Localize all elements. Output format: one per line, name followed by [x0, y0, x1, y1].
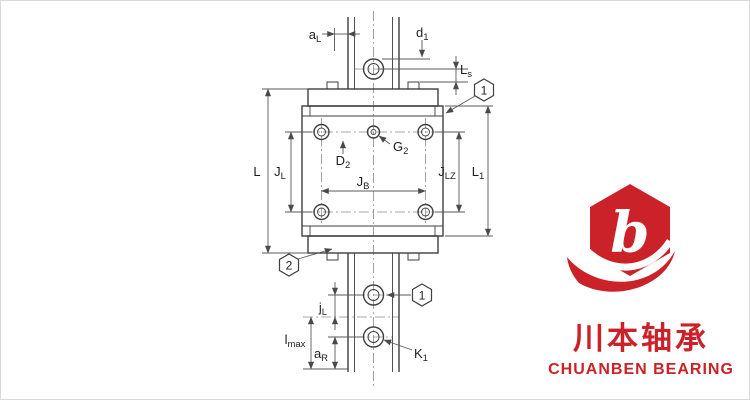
label-lmax: lmax [285, 332, 306, 350]
extension-lines [262, 28, 493, 370]
callout1-top-hexagon [473, 78, 495, 102]
callouts: 1 2 1 [278, 78, 495, 307]
label-JL: JL [274, 164, 286, 182]
grease-port-bottom-right [407, 252, 420, 261]
label-jL: jL [318, 300, 327, 318]
mount-hole-top-right [417, 123, 434, 141]
logo-letter: b [610, 200, 649, 266]
leader-G2 [378, 135, 391, 145]
corner-steps [309, 106, 436, 236]
rail-bolt-hole2-outer [362, 326, 385, 348]
callout2-number: 2 [286, 259, 293, 273]
logo-chinese-name: 川本轴承 [573, 321, 709, 357]
label-G2: G2 [393, 139, 408, 157]
end-cap-top [307, 88, 439, 107]
end-cap-bottom [307, 235, 439, 254]
centerlines [303, 11, 442, 386]
callout2-hexagon [278, 253, 300, 277]
callout1-top-number: 1 [481, 84, 488, 98]
mount-hole-bottom-left [313, 203, 330, 221]
label-JB: JB [357, 174, 370, 192]
mount-hole-bottom-right [417, 203, 434, 221]
top-rail-bolt-hole-inner [367, 63, 380, 75]
leader-K1 [383, 339, 413, 351]
grease-port-bottom-left [326, 252, 339, 261]
logo-english-name: CHUANBEN BEARING [548, 361, 734, 378]
logo: b 川本轴承 CHUANBEN BEARING [548, 184, 734, 378]
label-aL: aL [309, 27, 322, 45]
callout1-bottom-hexagon [411, 283, 433, 307]
label-L1: L1 [472, 164, 485, 182]
dimension-labels: aL d1 Ls L JL D2 G2 JB JLZ L1 jL lmax aR… [253, 25, 484, 364]
label-D2: D2 [336, 153, 351, 171]
callout2-leader [297, 248, 333, 260]
dimension-lines [264, 30, 492, 370]
grease-hole-center [366, 125, 381, 139]
callout1-bottom-number: 1 [419, 289, 426, 303]
bottom-rail [347, 253, 400, 372]
logo-hexagon [590, 184, 670, 276]
rail-bolt-hole1-outer [362, 284, 385, 306]
grease-port-top-left [326, 81, 339, 90]
label-d1: d1 [416, 25, 429, 43]
label-JLZ: JLZ [438, 164, 456, 182]
logo-swoosh [567, 251, 675, 292]
label-K1: K1 [414, 346, 428, 364]
grease-port-top-right [407, 81, 420, 90]
mount-hole-top-left [313, 123, 330, 141]
callout1-top-leader [445, 95, 476, 114]
logo-white-swoosh [582, 239, 673, 271]
rail-bolt-hole2-inner [367, 331, 380, 343]
label-Ls: Ls [460, 62, 472, 80]
label-L: L [253, 164, 260, 179]
label-aR: aR [314, 346, 328, 364]
carriage [301, 81, 444, 261]
rail-bolt-hole1-inner [367, 289, 380, 301]
top-rail [347, 17, 400, 89]
